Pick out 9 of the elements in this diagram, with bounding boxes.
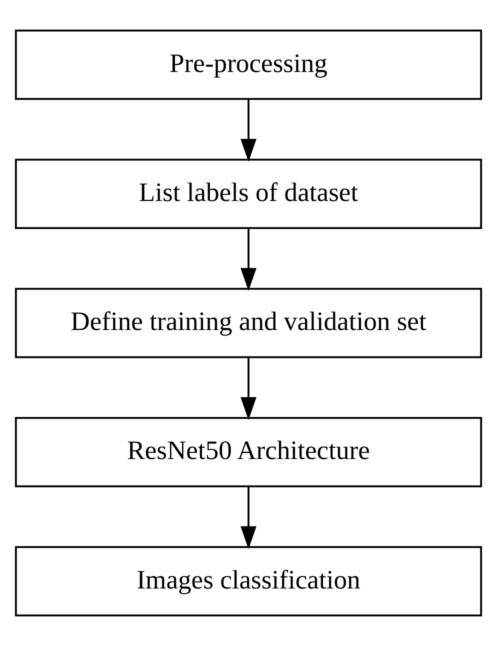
node-box: ResNet50 Architecture bbox=[14, 416, 482, 487]
node-box: Pre-processing bbox=[14, 29, 482, 100]
arrow bbox=[240, 357, 256, 420]
arrow bbox=[240, 486, 256, 549]
arrow bbox=[240, 99, 256, 162]
node-box: Images classification bbox=[14, 546, 482, 616]
arrow bbox=[240, 228, 256, 290]
node-box: List labels of dataset bbox=[14, 158, 482, 229]
node-box: Define training and validation set bbox=[14, 287, 482, 358]
